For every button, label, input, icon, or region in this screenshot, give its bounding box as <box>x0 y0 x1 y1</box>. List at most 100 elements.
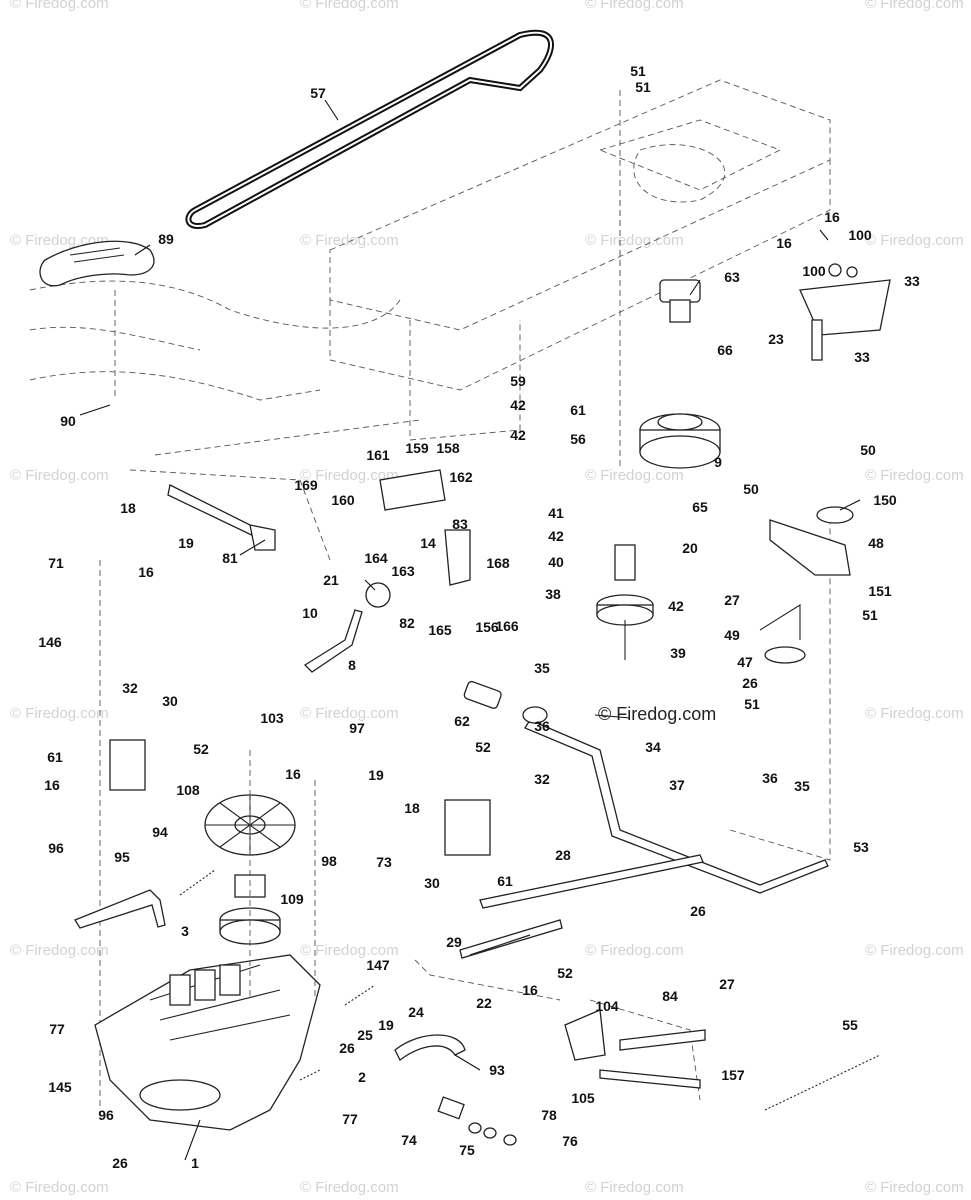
part-callout: 42 <box>510 427 526 443</box>
bracket-23 <box>799 263 891 361</box>
part-callout: 96 <box>48 840 64 856</box>
part-callout: 37 <box>669 777 685 793</box>
part-callout: 56 <box>570 431 586 447</box>
watermark-text: © Firedog.com <box>585 942 684 959</box>
part-callout: 42 <box>510 397 526 413</box>
part-callout: 52 <box>557 965 573 981</box>
part-callout: 20 <box>682 540 698 556</box>
part-callout: 61 <box>570 402 586 418</box>
watermark-text: © Firedog.com <box>865 467 964 484</box>
part-callout: 169 <box>294 477 318 493</box>
brackets-30 <box>109 739 491 856</box>
part-callout: 62 <box>454 713 470 729</box>
part-callout: 105 <box>571 1090 595 1106</box>
part-callout: 81 <box>222 550 238 566</box>
part-callout: 61 <box>47 749 63 765</box>
part-callout: 40 <box>548 554 564 570</box>
belt-57 <box>185 29 554 229</box>
watermark-text: © Firedog.com <box>300 467 399 484</box>
part-callout: 84 <box>662 988 678 1004</box>
part-callout: 26 <box>112 1155 128 1171</box>
watermark-layer: © Firedog.com © Firedog.com © Firedog.com ©… <box>10 0 964 1196</box>
part-callout: 96 <box>98 1107 114 1123</box>
part-callout: 50 <box>860 442 876 458</box>
idler-arm-48 <box>759 506 854 664</box>
shift-lever-95 <box>74 869 216 929</box>
watermark-text: © Firedog.com <box>300 232 399 249</box>
part-callout: 146 <box>38 634 62 650</box>
part-callout: 2 <box>358 1069 366 1085</box>
part-callout: 35 <box>534 660 550 676</box>
part-callout: 3 <box>181 923 189 939</box>
part-callout: 1 <box>191 1155 199 1171</box>
watermark-text: © Firedog.com <box>585 1179 684 1196</box>
part-callout: 83 <box>452 516 468 532</box>
part-callout: 30 <box>424 875 440 891</box>
part-callout: 19 <box>378 1017 394 1033</box>
part-callout: 71 <box>48 555 64 571</box>
part-callout: 97 <box>349 720 365 736</box>
watermark-text: © Firedog.com <box>10 467 109 484</box>
part-callout: 150 <box>873 492 897 508</box>
part-callout: 104 <box>595 998 619 1014</box>
part-callout: 77 <box>342 1111 358 1127</box>
transaxle-1 <box>94 954 321 1131</box>
part-callout: 57 <box>310 85 326 101</box>
part-callout: 98 <box>321 853 337 869</box>
part-callout: 50 <box>743 481 759 497</box>
part-callout: 51 <box>744 696 760 712</box>
part-callout: 29 <box>446 934 462 950</box>
part-callout: 21 <box>323 572 339 588</box>
part-callout: 52 <box>193 741 209 757</box>
part-callout: 9 <box>714 454 722 470</box>
part-callout: 93 <box>489 1062 505 1078</box>
tractor-frame <box>29 79 831 1110</box>
part-callout: 162 <box>449 469 473 485</box>
part-callout: 89 <box>158 231 174 247</box>
part-callout: 61 <box>497 873 513 889</box>
watermark-text: © Firedog.com <box>585 0 684 12</box>
part-callout: 55 <box>842 1017 858 1033</box>
part-callout: 51 <box>635 79 651 95</box>
part-callout: 82 <box>399 615 415 631</box>
part-callout: 35 <box>794 778 810 794</box>
part-callout: 16 <box>522 982 538 998</box>
part-callout: 168 <box>486 555 510 571</box>
part-callout: 42 <box>548 528 564 544</box>
bracket-104 <box>564 1009 706 1089</box>
part-callout: 47 <box>737 654 753 670</box>
part-callout: 36 <box>534 718 550 734</box>
watermark-text: © Firedog.com <box>865 0 964 12</box>
part-callout: 19 <box>368 767 384 783</box>
part-callout: 147 <box>366 957 390 973</box>
part-callout: 103 <box>260 710 284 726</box>
part-callout: 27 <box>724 592 740 608</box>
part-callout: 109 <box>280 891 304 907</box>
part-callout: 8 <box>348 657 356 673</box>
drive-rods <box>459 680 829 959</box>
watermark-text: © Firedog.com <box>10 1179 109 1196</box>
shaft-81 <box>167 484 276 551</box>
part-callout: 41 <box>548 505 564 521</box>
part-callout: 16 <box>824 209 840 225</box>
part-callout: 159 <box>405 440 429 456</box>
part-callout: 19 <box>178 535 194 551</box>
part-callout: 18 <box>120 500 136 516</box>
part-callout: 16 <box>138 564 154 580</box>
watermark-text: © Firedog.com <box>585 232 684 249</box>
watermark-text: © Firedog.com <box>865 705 964 722</box>
leader-lines <box>79 99 861 1161</box>
part-callout: 48 <box>868 535 884 551</box>
watermark-text: © Firedog.com <box>10 705 109 722</box>
part-callout: 25 <box>357 1027 373 1043</box>
part-callout: 77 <box>49 1021 65 1037</box>
part-callout: 90 <box>60 413 76 429</box>
part-callout: 26 <box>690 903 706 919</box>
part-callout: 74 <box>401 1132 417 1148</box>
part-callout: 164 <box>364 550 388 566</box>
part-callout: 145 <box>48 1079 72 1095</box>
part-callout: 108 <box>176 782 200 798</box>
